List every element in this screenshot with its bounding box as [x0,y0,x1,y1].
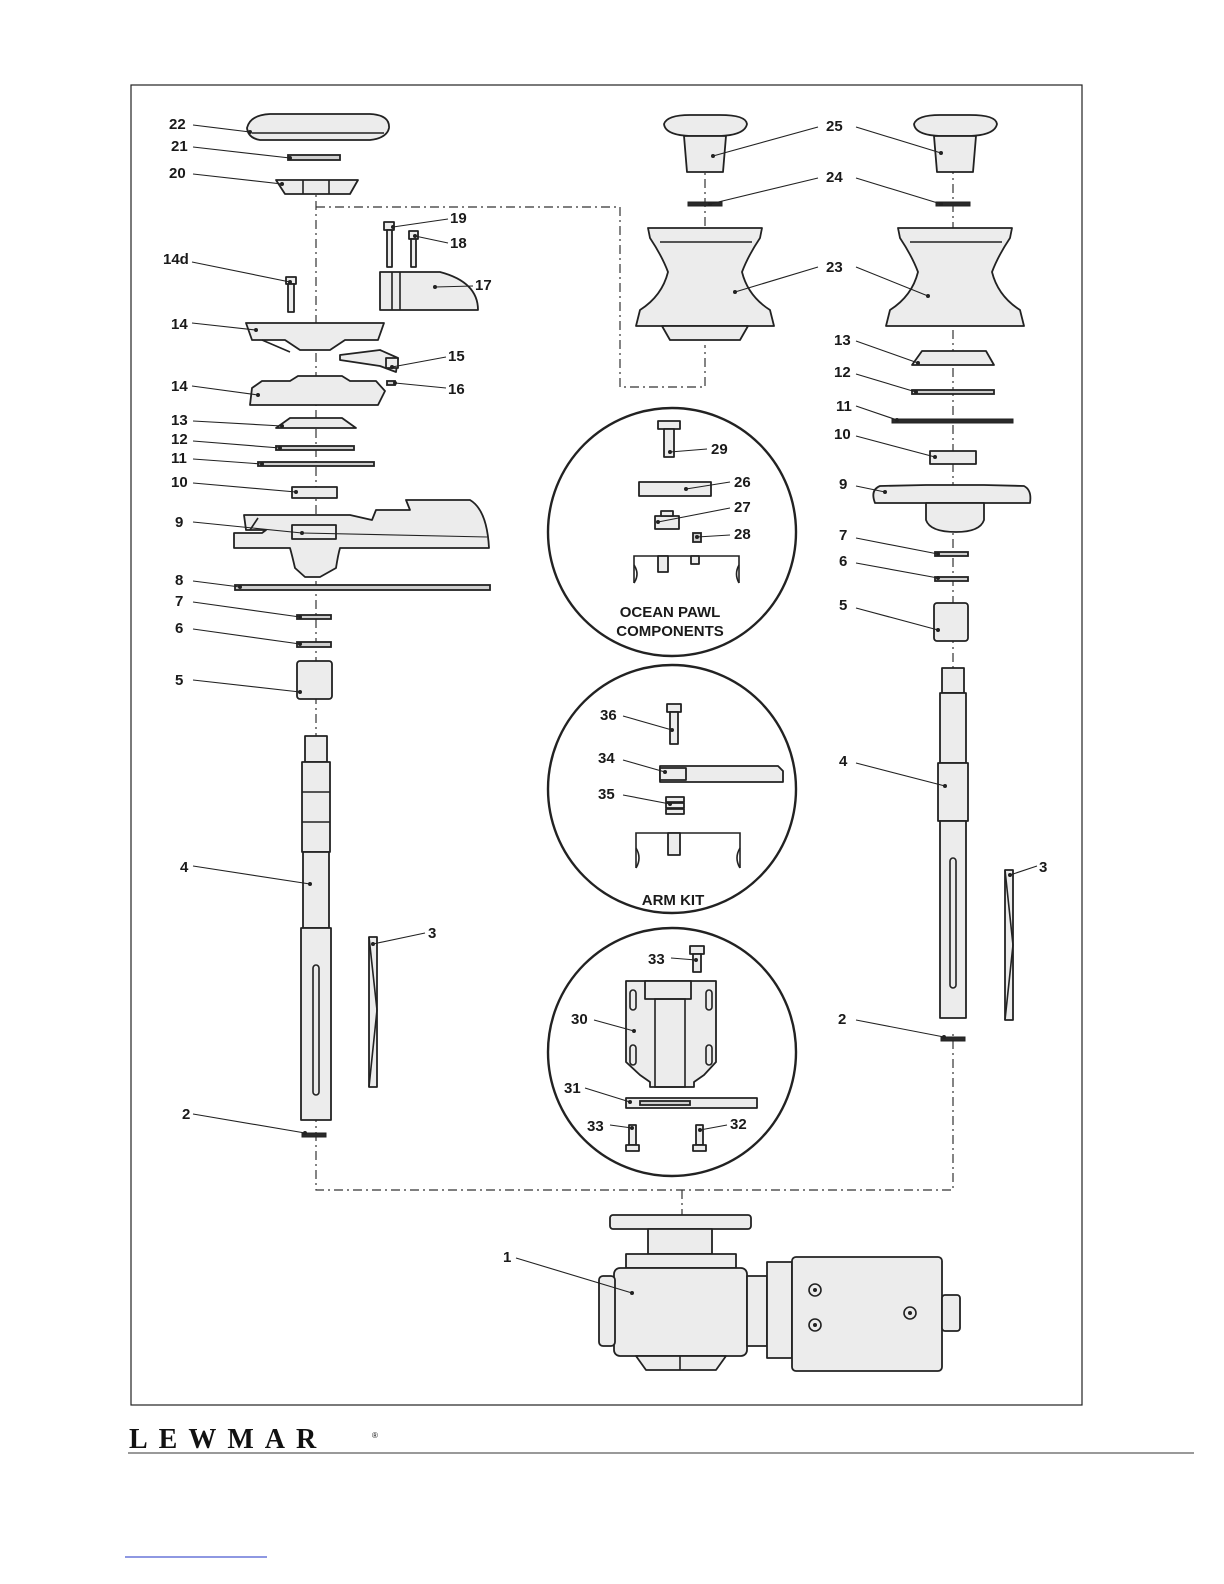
callout-36: 36 [600,707,617,724]
left-winch-assembly [234,114,490,1137]
callout-33-top: 33 [648,951,665,968]
callout-14-upper: 14 [171,316,188,333]
part-32-screw [696,1125,703,1145]
callout-11-right: 11 [836,398,852,415]
part-9-base-plate [234,500,489,577]
callout-21: 21 [171,138,188,155]
callout-14-lower: 14 [171,378,188,395]
part-25-top-cap-right [914,115,997,136]
callout-4-right: 4 [839,753,848,770]
callout-17: 17 [475,277,492,294]
callout-29: 29 [711,441,728,458]
part-13-cone [276,418,356,428]
callout-5: 5 [175,672,183,689]
callout-35: 35 [598,786,615,803]
callout-20: 20 [169,165,186,182]
ocean-pawl-caption-2: COMPONENTS [616,623,724,640]
part-11-shim-right [892,419,1013,423]
callout-28: 28 [734,526,751,543]
part-11-shim [258,462,374,466]
callout-12-right: 12 [834,364,851,381]
callout-9-right: 9 [839,476,847,493]
callout-4: 4 [180,859,189,876]
part-10-bearing [292,487,337,498]
callout-3: 3 [428,925,436,942]
part-7-washer [297,615,331,619]
part-33-screw-top [690,946,704,954]
callout-7-right: 7 [839,527,847,544]
callout-33-bottom: 33 [587,1118,604,1135]
callout-25: 25 [826,118,843,135]
part-14-lower-stripper [250,376,385,405]
callout-23: 23 [826,259,843,276]
callout-15: 15 [448,348,465,365]
callout-7: 7 [175,593,183,610]
part-29-pin [658,421,680,429]
callout-12: 12 [171,431,188,448]
part-17-guard [380,272,478,310]
callout-13: 13 [171,412,188,429]
part-14-upper-stripper [246,323,384,350]
part-25-top-cap [664,115,747,136]
part-22-top-cap [247,114,389,140]
part-4-main-shaft [301,736,331,1120]
callout-6-right: 6 [839,553,847,570]
callout-32: 32 [730,1116,747,1133]
part-3-key [369,937,377,1087]
part-6-washer [297,642,331,647]
callout-5-right: 5 [839,597,847,614]
callout-19: 19 [450,210,467,227]
brand-logo: LEWMAR [129,1424,327,1455]
callout-2-right: 2 [838,1011,846,1028]
part-36-pin [667,704,681,712]
callout-26: 26 [734,474,751,491]
center-drum-assembly [636,115,774,340]
part-26-plate [639,482,711,496]
part-3-key-right [1005,870,1013,1020]
inset-ocean-pawl: OCEAN PAWL COMPONENTS [548,408,796,656]
part-5-block [297,661,332,699]
arm-kit-caption: ARM KIT [642,892,705,909]
callout-2: 2 [182,1106,190,1123]
registered-mark: ® [372,1431,378,1440]
right-winch-assembly [873,115,1030,1041]
callout-10-right: 10 [834,426,851,443]
part-21-washer [288,155,340,160]
part-8-plate [235,585,490,590]
inset-arm-kit: ARM KIT [548,665,796,913]
callout-10: 10 [171,474,188,491]
ocean-pawl-caption-1: OCEAN PAWL [620,604,721,621]
callout-11: 11 [171,450,187,467]
callout-1: 1 [503,1249,511,1266]
callout-18: 18 [450,235,467,252]
callout-8: 8 [175,572,183,589]
part-9-base-plate-right [873,485,1030,503]
part-1-gearbox-motor [599,1215,960,1371]
part-5-block-right [934,603,968,641]
callout-6: 6 [175,620,183,637]
callout-16: 16 [448,381,465,398]
callout-14d: 14d [163,251,189,268]
callout-22: 22 [169,116,186,133]
callout-34: 34 [598,750,615,767]
callout-9: 9 [175,514,183,531]
part-20-ring [276,180,358,194]
part-13-cone-right [912,351,994,365]
part-12-washer-right [912,390,994,394]
callout-3-right: 3 [1039,859,1047,876]
callout-24: 24 [826,169,843,186]
callout-13-right: 13 [834,332,851,349]
inset-base-kit [548,928,796,1176]
part-12-washer [276,446,354,450]
callout-31: 31 [564,1080,581,1097]
callout-30: 30 [571,1011,588,1028]
part-4-main-shaft-right [938,668,968,1018]
callout-27: 27 [734,499,751,516]
